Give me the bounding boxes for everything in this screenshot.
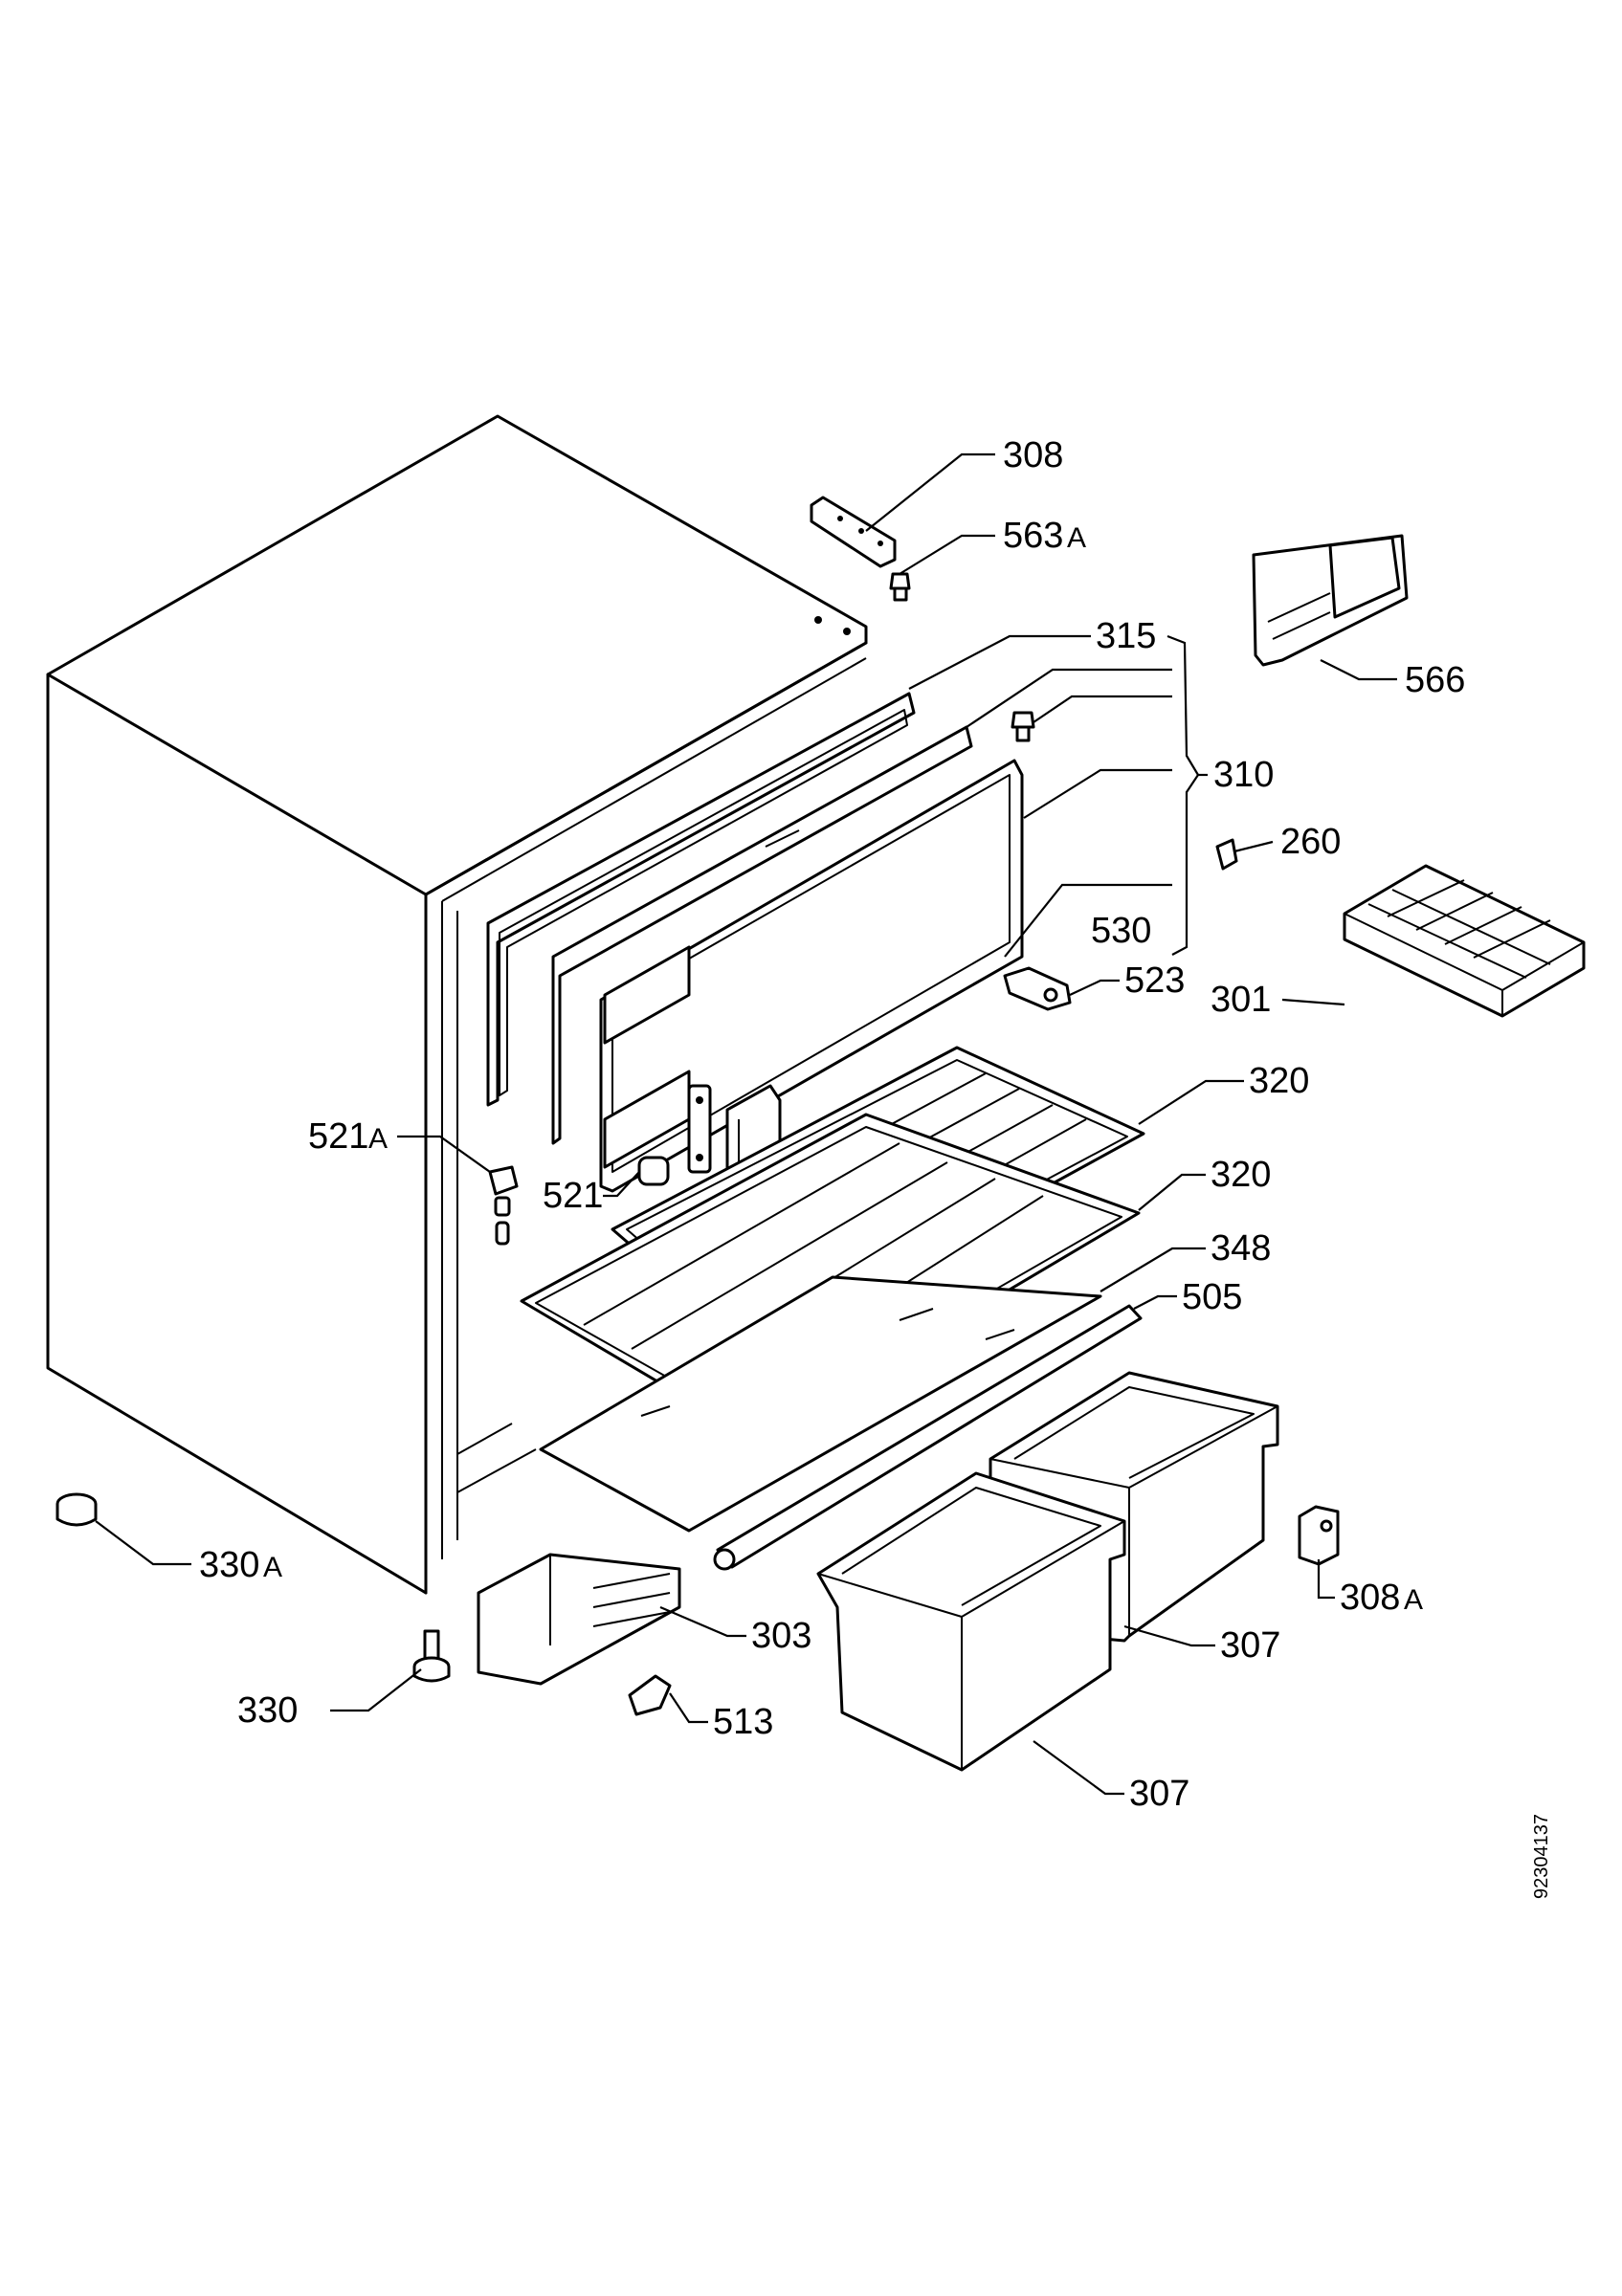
gasket-strip-505 xyxy=(713,1304,1143,1571)
cabinet-body xyxy=(46,414,868,1595)
label-308a: 308 xyxy=(1340,1578,1400,1618)
latch-521a xyxy=(488,1165,519,1246)
label-330: 330 xyxy=(237,1690,298,1731)
ice-scraper-566 xyxy=(1252,534,1409,667)
label-310: 310 xyxy=(1213,755,1274,795)
label-521: 521 xyxy=(543,1176,603,1216)
bottom-cover-303 xyxy=(477,1553,681,1686)
label-301: 301 xyxy=(1211,980,1271,1020)
label-308: 308 xyxy=(1003,435,1063,475)
crisper-drawer-front-307 xyxy=(816,1471,1126,1772)
label-307-rear: 307 xyxy=(1220,1625,1280,1666)
lamp-holder-523 xyxy=(1003,966,1072,1011)
catch-521 xyxy=(637,1156,670,1186)
label-320-lower: 320 xyxy=(1211,1155,1271,1195)
bolt-door xyxy=(1011,711,1035,742)
glass-shelf-348 xyxy=(539,1275,1102,1533)
bracket-308a xyxy=(1298,1505,1340,1566)
screw-563a xyxy=(889,572,911,602)
label-513: 513 xyxy=(713,1702,773,1742)
label-563a-suffix: A xyxy=(1067,522,1086,554)
label-330a-suffix: A xyxy=(263,1552,282,1583)
label-308a-suffix: A xyxy=(1404,1584,1423,1616)
ice-tray-301 xyxy=(1343,864,1586,1018)
label-521a: 521 xyxy=(308,1116,368,1157)
label-530: 530 xyxy=(1091,911,1151,951)
door-hinge-bracket xyxy=(687,1084,712,1174)
label-348: 348 xyxy=(1211,1228,1271,1269)
door-panel xyxy=(599,759,1024,1193)
hinge-308 xyxy=(810,496,897,568)
label-320-upper: 320 xyxy=(1249,1061,1309,1101)
label-563a: 563 xyxy=(1003,516,1063,556)
label-521a-suffix: A xyxy=(368,1123,388,1155)
label-315: 315 xyxy=(1096,616,1156,656)
label-523: 523 xyxy=(1124,960,1185,1001)
foot-330a xyxy=(56,1492,98,1527)
label-307-front: 307 xyxy=(1129,1774,1189,1814)
label-330a: 330 xyxy=(199,1545,259,1585)
label-260: 260 xyxy=(1280,822,1341,862)
label-303: 303 xyxy=(751,1616,811,1656)
door-seal-315 xyxy=(486,692,916,1107)
foot-330 xyxy=(412,1629,451,1683)
clip-513 xyxy=(628,1674,672,1716)
leader-lines xyxy=(95,453,1397,1796)
document-number: 92304137 xyxy=(1531,1814,1552,1899)
label-505: 505 xyxy=(1182,1277,1242,1317)
part-labels: 308 563 A 566 315 310 260 530 523 301 32… xyxy=(199,435,1465,1814)
label-566: 566 xyxy=(1405,660,1465,700)
clip-260 xyxy=(1215,838,1238,871)
